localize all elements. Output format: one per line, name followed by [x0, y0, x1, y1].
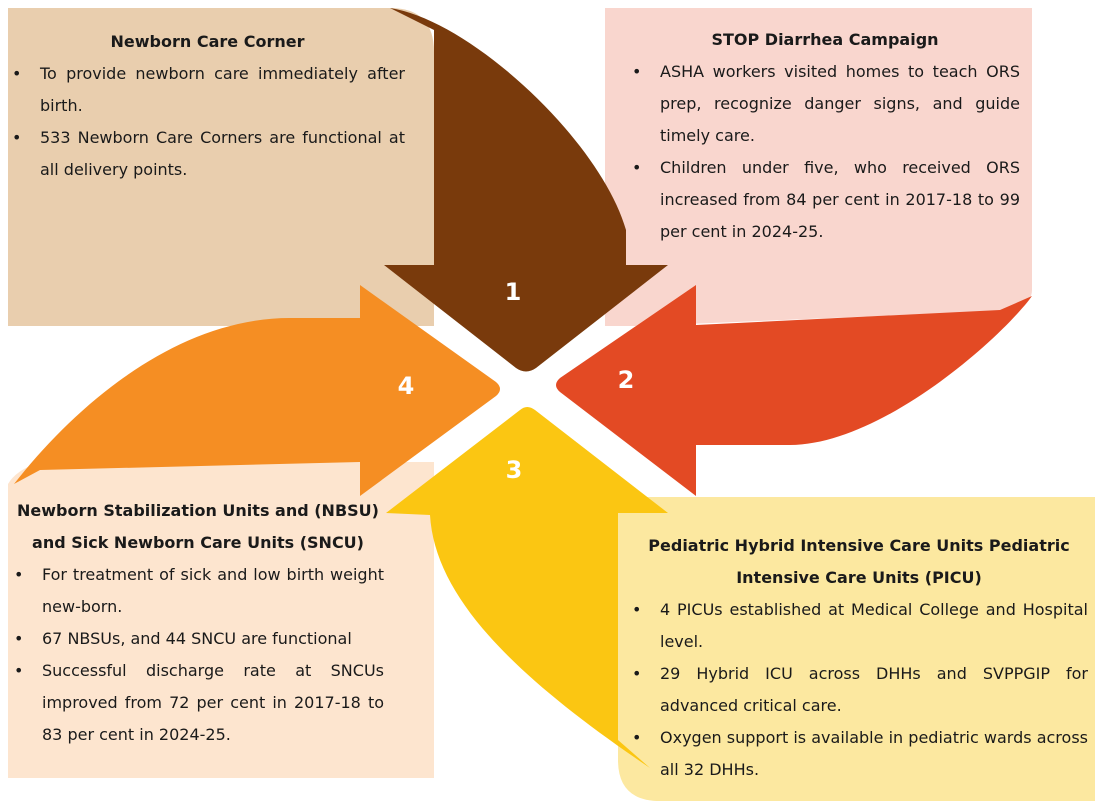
panel-title: Newborn Stabilization Units and (NBSU) a… — [17, 501, 379, 552]
list-item: 533 Newborn Care Corners are functional … — [10, 122, 405, 186]
list-item: Children under five, who received ORS in… — [630, 152, 1020, 248]
bullet-list: For treatment of sick and low birth weig… — [12, 559, 384, 751]
panel-title: STOP Diarrhea Campaign — [711, 30, 939, 49]
list-item: Oxygen support is available in pediatric… — [630, 722, 1088, 786]
list-item: To provide newborn care immediately afte… — [10, 58, 405, 122]
step-number-4: 4 — [397, 372, 415, 400]
arrow-2-left — [556, 285, 1032, 496]
step-number-2: 2 — [617, 366, 635, 394]
panel-newborn-care-corner: Newborn Care Corner To provide newborn c… — [10, 26, 405, 186]
bullet-list: ASHA workers visited homes to teach ORS … — [630, 56, 1020, 248]
list-item: For treatment of sick and low birth weig… — [12, 559, 384, 623]
panel-title: Pediatric Hybrid Intensive Care Units Pe… — [648, 536, 1070, 587]
step-number-3: 3 — [505, 456, 523, 484]
panel-stop-diarrhea: STOP Diarrhea Campaign ASHA workers visi… — [630, 24, 1020, 248]
panel-picu: Pediatric Hybrid Intensive Care Units Pe… — [630, 530, 1088, 786]
panel-title: Newborn Care Corner — [110, 32, 305, 51]
list-item: 29 Hybrid ICU across DHHs and SVPPGIP fo… — [630, 658, 1088, 722]
list-item: 67 NBSUs, and 44 SNCU are functional — [12, 623, 384, 655]
list-item: 4 PICUs established at Medical College a… — [630, 594, 1088, 658]
list-item: ASHA workers visited homes to teach ORS … — [630, 56, 1020, 152]
arrow-3-up — [386, 407, 668, 768]
list-item: Successful discharge rate at SNCUs impro… — [12, 655, 384, 751]
bullet-list: To provide newborn care immediately afte… — [10, 58, 405, 186]
panel-nbsu-sncu: Newborn Stabilization Units and (NBSU) a… — [12, 495, 384, 751]
step-number-1: 1 — [504, 278, 522, 306]
bullet-list: 4 PICUs established at Medical College a… — [630, 594, 1088, 786]
arrow-1-down — [384, 8, 668, 372]
arrow-4-right — [14, 285, 500, 496]
